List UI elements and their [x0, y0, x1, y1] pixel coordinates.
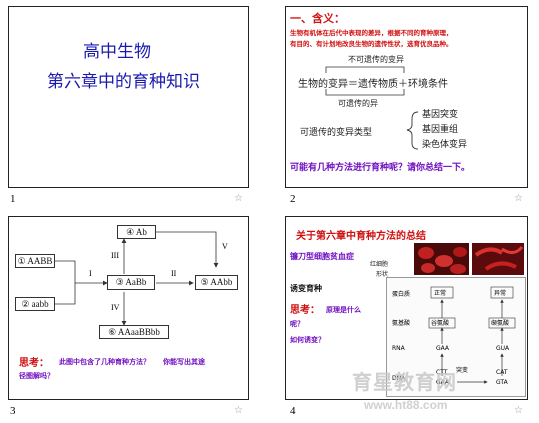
cell-label-1: 红细胞: [370, 261, 389, 268]
slide2-label-heritable: 可遗传的异: [338, 99, 378, 108]
amino-normal: 谷氨酸: [431, 320, 450, 327]
dna-abnormal-bottom: GTA: [496, 379, 508, 386]
step-label-II: II: [171, 269, 177, 278]
slide4-think-label: 思考：: [290, 305, 320, 316]
slide3-question-text2: 你能写出其途: [163, 358, 205, 366]
step-label-V: V: [222, 242, 228, 251]
slide4-think-q: 原理是什么: [326, 306, 361, 314]
step-label-III: III: [111, 251, 119, 260]
slide2-definition-2: 有目的、有计划地改良生物的遗传性状，选育优良品种。: [290, 40, 453, 48]
slide-3[interactable]: ① AABB ② aabb ③ AaBb ④ Ab ⑤ AAbb ⑥ AAaaB…: [8, 216, 249, 400]
cell-label-2: 形状: [376, 271, 389, 278]
slide3-flow-arrows: [55, 231, 219, 326]
slide2-type-3: 染色体变异: [422, 140, 468, 150]
slide-1[interactable]: 高中生物 第六章中的育种知识: [8, 6, 249, 188]
star-icon-2: ☆: [514, 193, 523, 204]
codon-normal: GAA: [436, 345, 450, 352]
slide4-sickle: 镰刀型细胞贫血症: [290, 252, 354, 261]
star-icon-4: ☆: [514, 405, 523, 416]
row-protein: 蛋白质: [392, 291, 411, 298]
slide3-question-text3: 径图解吗？: [19, 372, 54, 380]
page-number-4: 4: [290, 405, 296, 417]
node-4: ④ Ab: [117, 225, 156, 239]
slide2-question: 可能有几种方法进行育种呢？请你总结一下。: [290, 163, 471, 173]
dna-normal-top: CTT: [436, 369, 448, 376]
molecular-diagram: [386, 277, 526, 397]
dna-normal-bottom: GAA: [436, 379, 450, 386]
slide3-question-label: 思考：: [19, 358, 49, 369]
page-number-2: 2: [290, 193, 296, 205]
watermark-brand: 育星教育网: [352, 370, 457, 394]
star-icon-3: ☆: [234, 405, 243, 416]
slide4-mutation: 诱变育种: [290, 284, 322, 293]
watermark-url: www.ht88.com: [364, 398, 448, 412]
slide2-heading: 一、含义：: [290, 12, 345, 25]
page-number-3: 3: [10, 405, 16, 417]
row-amino-acid: 氨基酸: [392, 320, 411, 327]
slide1-title: 高中生物: [83, 42, 151, 62]
label-normal: 正常: [434, 290, 447, 297]
slide2-label-non-heritable: 不可遗传的变异: [348, 55, 404, 64]
node-3: ③ AaBb: [107, 275, 155, 290]
red-blood-cell-image-normal: [414, 243, 469, 275]
slide2-type-1: 基因突变: [422, 110, 459, 120]
slide4-title: 关于第六章中育种方法的总结: [296, 231, 426, 242]
slide2-diagram-lines: [325, 66, 419, 150]
slide2-types-label: 可遗传的变异类型: [300, 128, 373, 138]
slide4-think-q2: 呢？: [290, 320, 304, 328]
row-rna: RNA: [392, 345, 405, 352]
slide2-equation: 生物的变异＝遗传物质＋环境条件: [298, 79, 448, 90]
slide4-how: 如何诱变？: [290, 336, 325, 344]
star-icon-1: ☆: [234, 193, 243, 204]
node-5: ⑤ AAbb: [195, 275, 238, 290]
codon-abnormal: GUA: [496, 345, 510, 352]
node-2: ② aabb: [15, 297, 55, 311]
label-abnormal: 异常: [494, 290, 507, 297]
step-label-I: I: [89, 269, 92, 278]
row-dna: DNA: [392, 375, 406, 382]
red-blood-cell-image-sickle: [472, 243, 524, 275]
label-mutation: 突变: [456, 367, 469, 374]
slide-2[interactable]: 一、含义： 生物有机体在后代中表现的差异，根据不同的育种原理， 有目的、有计划地…: [285, 6, 528, 188]
slide2-type-2: 基因重组: [422, 125, 459, 135]
node-1: ① AABB: [15, 254, 55, 268]
slide1-subtitle: 第六章中的育种知识: [47, 72, 200, 92]
slide2-definition-1: 生物有机体在后代中表现的差异，根据不同的育种原理，: [290, 29, 453, 37]
page-number-1: 1: [10, 193, 16, 205]
slide3-question-text1: 此图中包含了几种育种方法？: [59, 358, 150, 366]
amino-abnormal: 缬氨酸: [491, 320, 510, 327]
node-6: ⑥ AAaaBBbb: [99, 325, 169, 339]
step-label-IV: IV: [111, 303, 120, 312]
slide-4[interactable]: 关于第六章中育种方法的总结 镰刀型细胞贫血症 红细胞 形状 诱变育种 思考： 原…: [285, 216, 528, 400]
dna-abnormal-top: CAT: [496, 369, 508, 376]
